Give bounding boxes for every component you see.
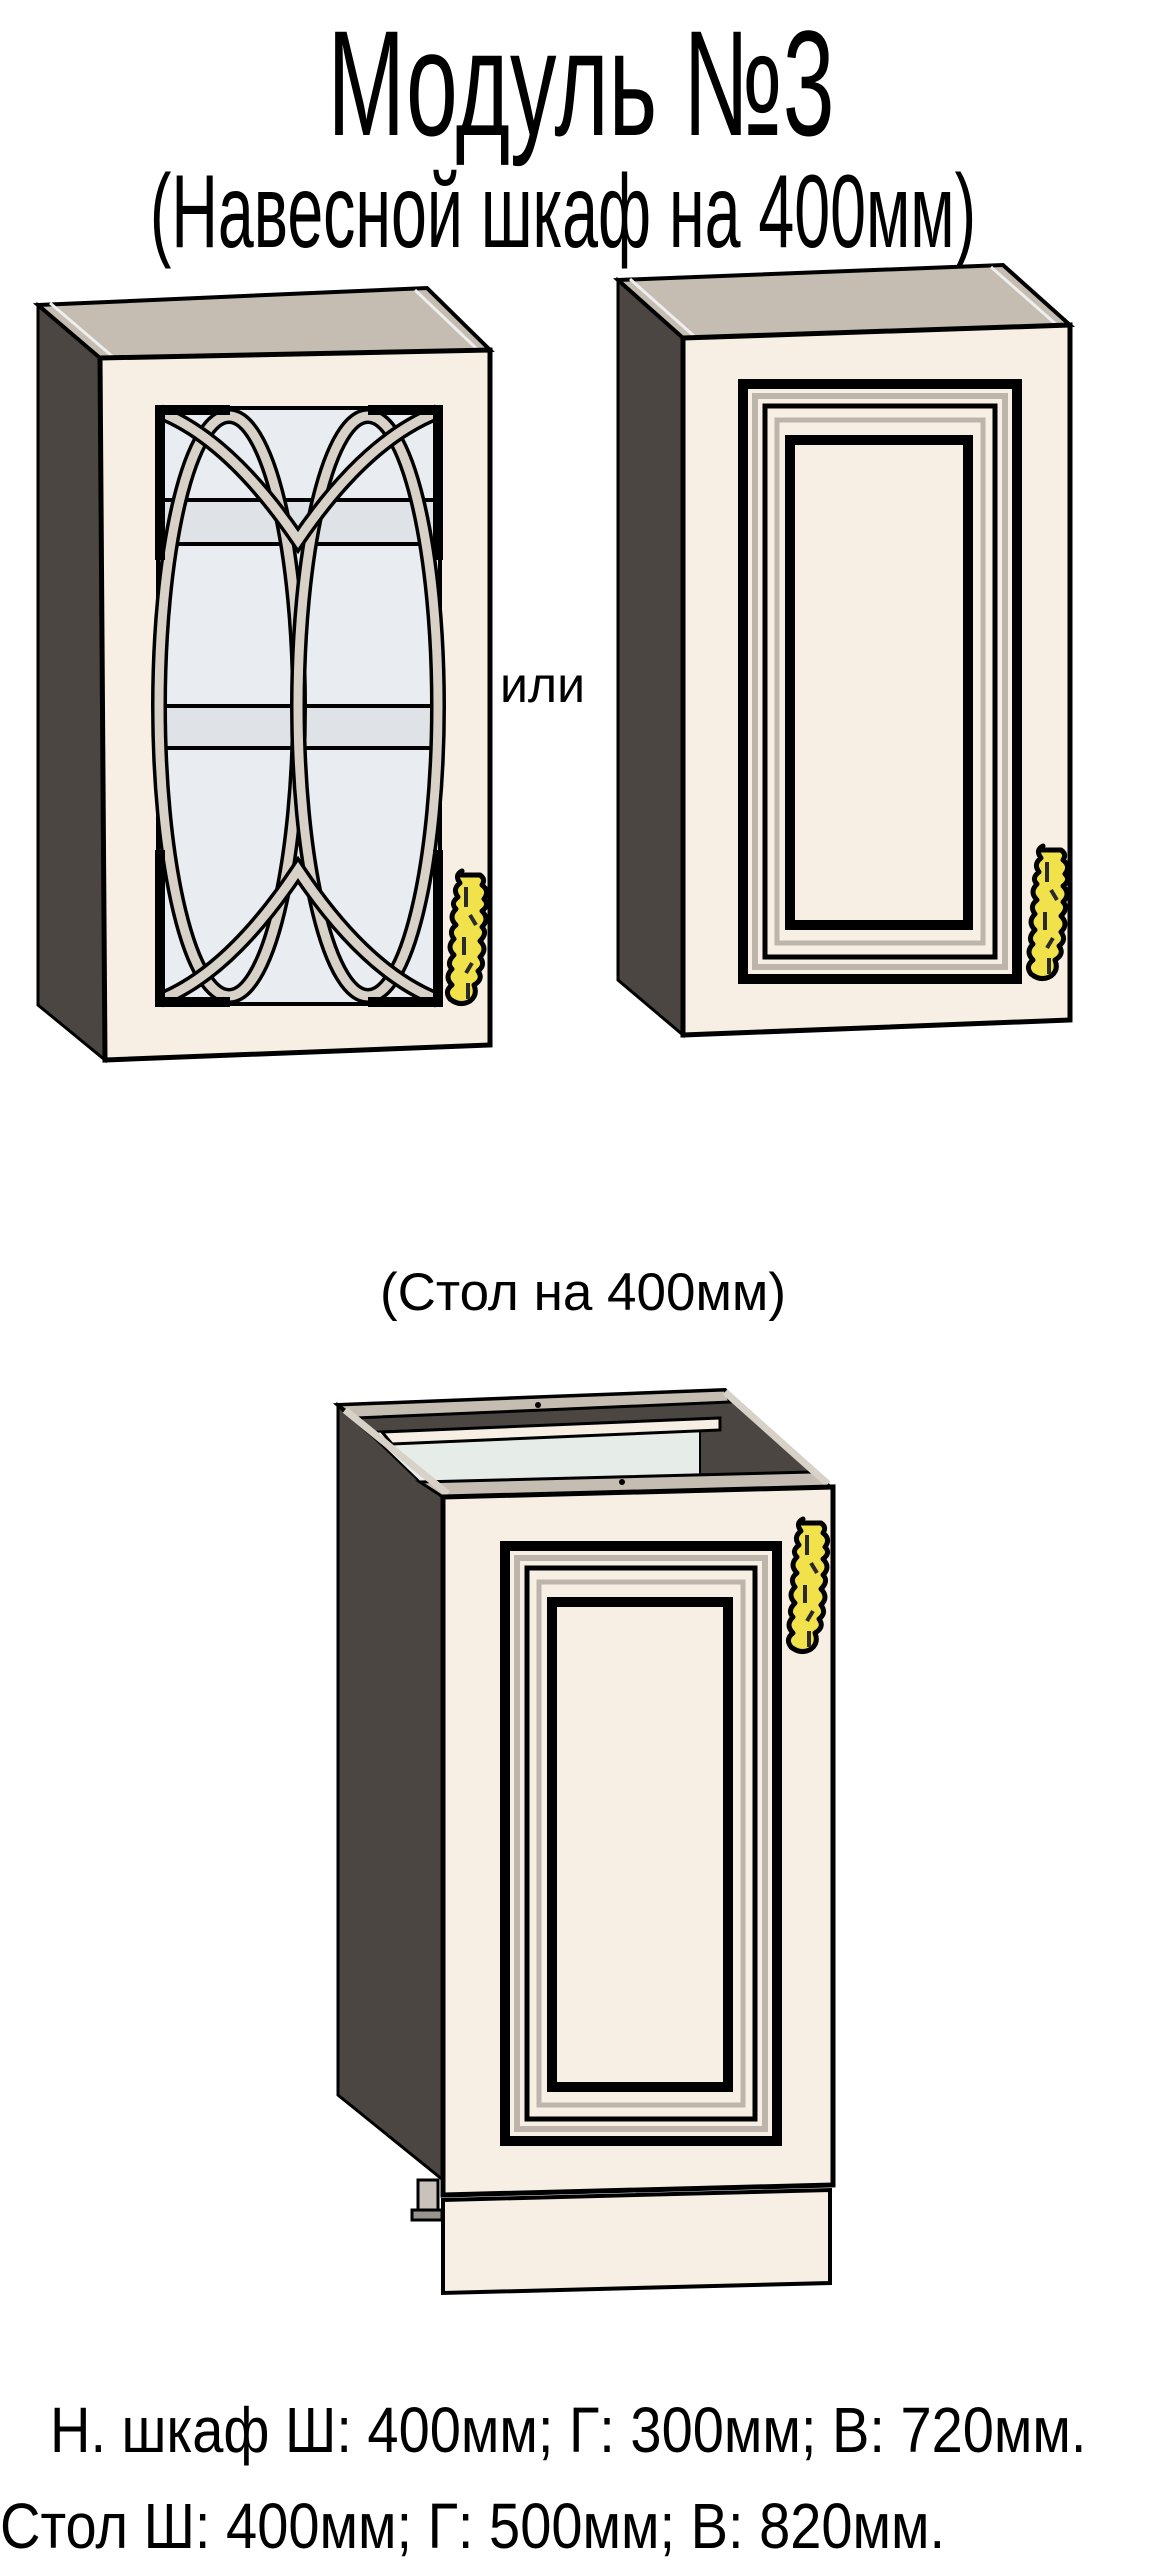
raised-panel [500,1541,782,2146]
base-cabinet [332,1387,836,2296]
wall-cabinet-caption: (Навесной шкаф на 400мм) [149,154,977,270]
wall-cabinet-glass [32,285,495,1064]
wall-cabinet-specs: Н. шкаф Ш: 400мм; Г: 300мм; В: 720мм. [50,2394,1087,2466]
cabinet-side-panel [36,301,107,1064]
page-title: Модуль №3 [327,0,835,167]
lattice-arches [151,404,446,1008]
options-separator: или [500,657,586,713]
cabinet-side-panel [336,1401,445,2184]
wall-cabinet-solid [612,262,1076,1039]
cabinet-side-panel [616,276,685,1039]
cabinet-plinth [441,2187,832,2296]
base-cabinet-caption: (Стол на 400мм) [380,1263,786,1322]
base-cabinet-specs: Стол Ш: 400мм; Г: 500мм; В: 820мм. [0,2490,946,2562]
raised-panel [738,379,1022,984]
cabinet-leg [410,2178,444,2222]
